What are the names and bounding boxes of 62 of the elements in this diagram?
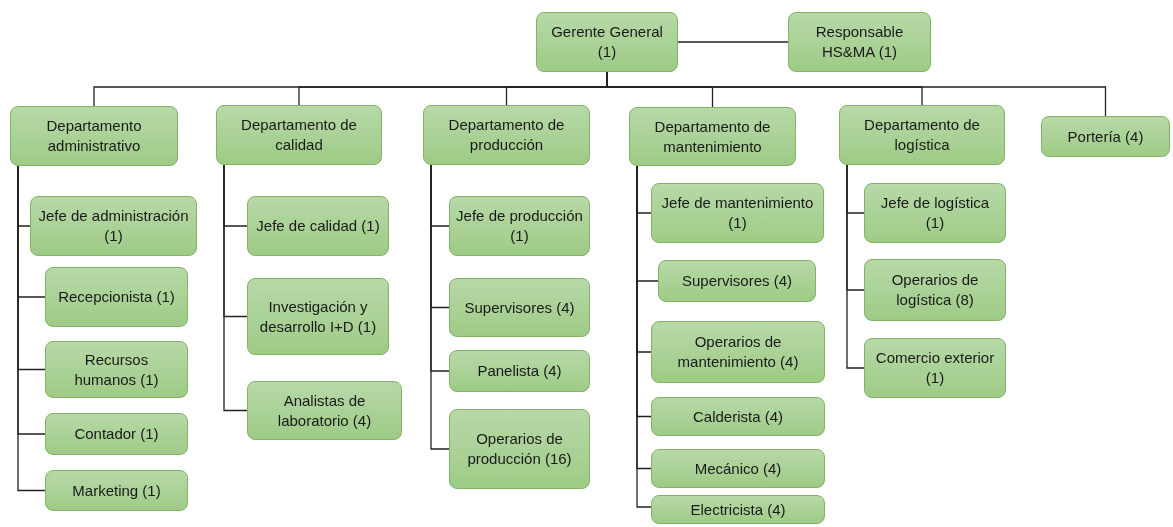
org-box <box>45 470 188 511</box>
org-box <box>449 278 590 337</box>
role-label: Recursos humanos (1) <box>73 349 160 390</box>
role-label: Comercio exterior (1) <box>874 348 996 388</box>
org-box <box>247 381 402 440</box>
role-label: Analistas de laboratorio (4) <box>276 390 373 431</box>
role-label: Electricista (4) <box>690 499 786 520</box>
connector-line <box>430 164 450 450</box>
role-label: Jefe de administración (1) <box>37 206 190 246</box>
role-label: Calderista (4) <box>693 406 783 427</box>
connector-line <box>223 164 248 412</box>
org-box <box>10 106 178 166</box>
role-label: Portería (4) <box>1067 126 1144 147</box>
connector-line <box>677 41 789 43</box>
org-box <box>651 183 824 243</box>
org-box <box>651 321 825 383</box>
org-box <box>651 397 825 436</box>
org-box <box>449 196 590 256</box>
role-label: Jefe de mantenimiento (1) <box>660 193 815 233</box>
org-box <box>247 278 389 355</box>
role-label: Jefe de logística (1) <box>879 193 991 233</box>
role-label: Operarios de logística (8) <box>890 270 980 310</box>
org-box <box>839 105 1005 165</box>
org-box <box>629 107 796 166</box>
role-label: Operarios de producción (16) <box>466 429 573 469</box>
org-box <box>45 267 188 327</box>
org-box <box>1041 116 1170 157</box>
role-label: Investigación y desarrollo I+D (1) <box>258 296 378 337</box>
org-box <box>449 409 590 489</box>
org-box <box>864 183 1006 243</box>
connector-line <box>846 164 865 369</box>
org-box <box>536 12 678 72</box>
org-box <box>423 105 590 165</box>
role-label: Mecánico (4) <box>694 458 782 479</box>
org-box <box>30 196 197 256</box>
role-label: Departamento de calidad <box>240 115 358 155</box>
role-label: Contador (1) <box>74 424 159 444</box>
role-label: Operarios de mantenimiento (4) <box>676 332 800 372</box>
role-label: Panelista (4) <box>477 361 562 381</box>
org-box <box>651 495 825 524</box>
role-label: Jefe de calidad (1) <box>256 216 380 236</box>
role-label: Responsable HS&MA (1) <box>814 22 905 62</box>
org-box <box>788 12 931 72</box>
role-label: Supervisores (4) <box>464 297 575 318</box>
org-box <box>216 105 382 165</box>
role-label: Jefe de producción (1) <box>456 206 583 246</box>
role-label: Gerente General (1) <box>550 22 664 62</box>
org-box <box>864 259 1006 321</box>
role-label: Supervisores (4) <box>681 271 792 291</box>
org-box <box>247 196 389 256</box>
role-label: Departamento de logística <box>863 115 981 155</box>
role-label: Departamento de producción <box>447 115 566 155</box>
org-box <box>45 341 188 398</box>
org-box <box>864 338 1006 398</box>
org-box <box>658 260 816 302</box>
org-box <box>651 449 825 488</box>
role-label: Departamento de mantenimiento <box>653 116 772 157</box>
role-label: Departamento administrativo <box>45 116 143 156</box>
org-box <box>449 350 590 392</box>
role-label: Marketing (1) <box>72 480 161 501</box>
role-label: Recepcionista (1) <box>58 287 175 307</box>
org-box <box>45 413 188 455</box>
